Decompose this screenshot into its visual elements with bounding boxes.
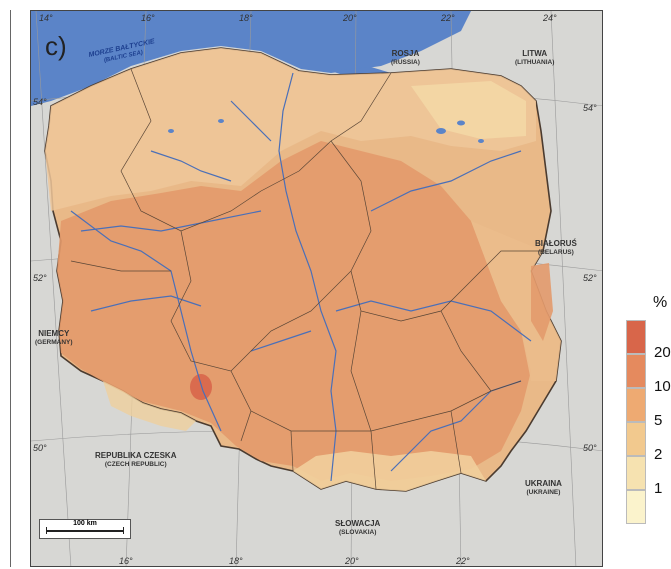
lon-label-top: 16°: [141, 13, 155, 23]
lon-label-top: 20°: [343, 13, 357, 23]
masuria-light-zone: [411, 81, 526, 139]
lon-label-top: 18°: [239, 13, 253, 23]
eastern-light-zone: [471, 221, 561, 381]
scale-bar-label: 100 km: [73, 520, 97, 527]
lon-label-top: 14°: [39, 13, 53, 23]
country-label-russia: ROSJA(RUSSIA): [391, 49, 420, 66]
sudety-zone: [103, 381, 196, 431]
country-label-lithuania: LITWA(LITHUANIA): [515, 49, 555, 66]
scale-bar: 100 km: [39, 519, 131, 539]
baltic-sea: [31, 11, 471, 106]
bug-river-high-zone: [531, 263, 553, 341]
lat-label-right: 52°: [583, 273, 597, 283]
lon-label-bottom: 22°: [456, 556, 470, 566]
legend-label: 1: [654, 480, 663, 497]
country-label-ukraine: UKRAINA(UKRAINE): [525, 479, 562, 496]
lakes: [168, 119, 484, 143]
country-label-slovakia: SŁOWACJA(SLOVAKIA): [335, 519, 381, 536]
hot-spot-zone: [190, 374, 212, 400]
lon-label-bottom: 16°: [119, 556, 133, 566]
lon-label-bottom: 18°: [229, 556, 243, 566]
lat-label-left: 52°: [33, 273, 47, 283]
central-high-zone: [57, 141, 531, 481]
legend-swatch: [626, 422, 646, 456]
country-label-czech-republic: REPUBLIKA CZESKA(CZECH REPUBLIC): [95, 451, 177, 468]
legend-swatch: [626, 490, 646, 524]
map-panel[interactable]: 14° 16° 18° 20° 22° 24° 16° 18° 20° 22° …: [30, 10, 603, 567]
legend-swatch: [626, 456, 646, 490]
lon-label-top: 24°: [543, 13, 557, 23]
adjacent-panel-edge: [0, 10, 11, 567]
map-canvas: [31, 11, 602, 566]
mountain-zone: [293, 451, 486, 491]
river-network: [70, 72, 532, 482]
lat-label-right: 54°: [583, 103, 597, 113]
lon-label-bottom: 20°: [345, 556, 359, 566]
legend: % 20 10 5 2 1: [618, 290, 671, 569]
legend-swatch: [626, 354, 646, 388]
legend-label: 5: [654, 412, 663, 429]
lat-label-right: 50°: [583, 443, 597, 453]
legend-label: 2: [654, 446, 663, 463]
panel-label: c): [45, 31, 67, 61]
lon-label-top: 22°: [441, 13, 455, 23]
legend-label: 10: [654, 378, 671, 395]
legend-title: %: [653, 294, 668, 311]
legend-label: 20: [654, 344, 671, 361]
lat-label-left: 54°: [33, 97, 47, 107]
country-label-germany: NIEMCY(GERMANY): [35, 329, 73, 346]
country-label-belarus: BIAŁORUŚ(BELARUS): [535, 239, 577, 256]
legend-swatch: [626, 388, 646, 422]
voivodeship-borders: [70, 68, 546, 490]
legend-swatch: [626, 320, 646, 354]
lat-label-left: 50°: [33, 443, 47, 453]
